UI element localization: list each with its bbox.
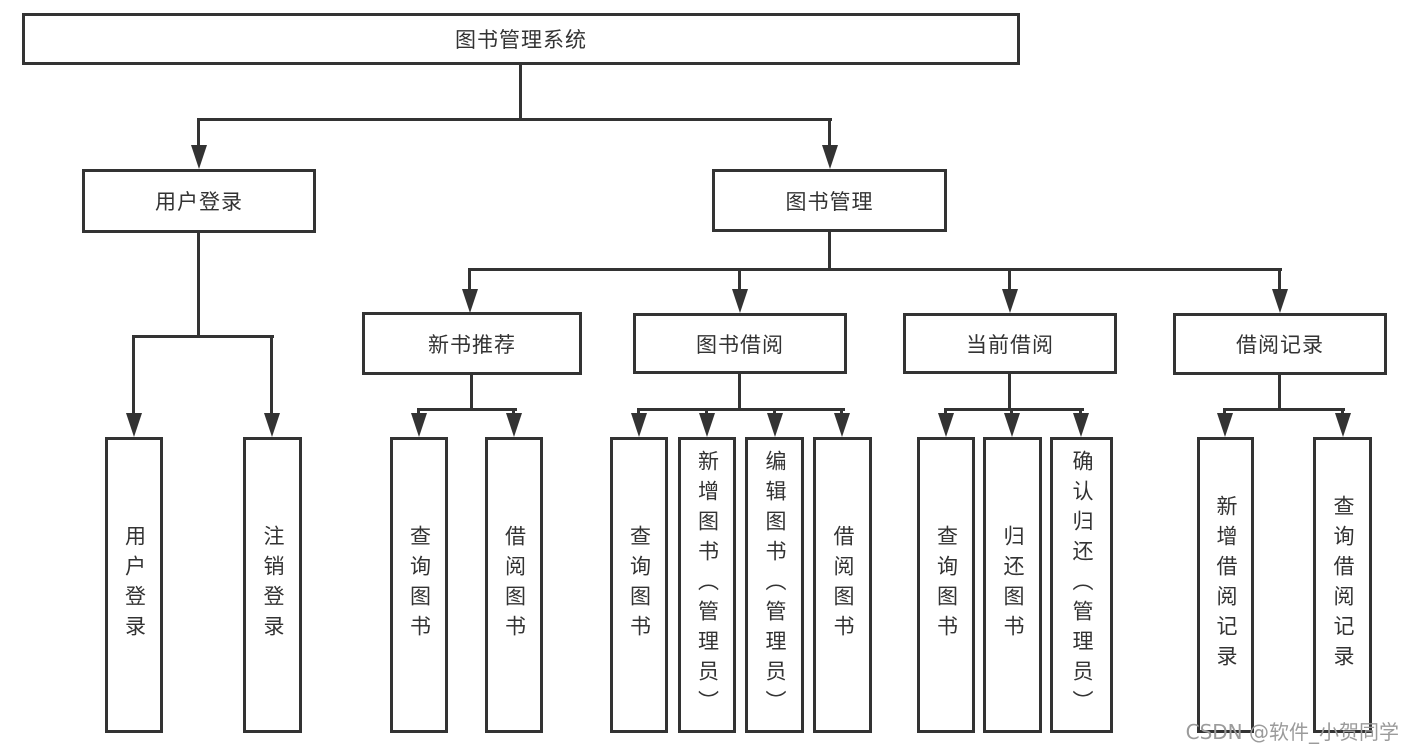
- node-edit-books-admin: 编辑图书（管理员）: [745, 437, 804, 733]
- node-label: 图书借阅: [696, 332, 784, 357]
- connector-line: [1341, 408, 1344, 416]
- connector-line: [738, 374, 741, 411]
- node-label: 借阅图书: [502, 525, 527, 645]
- arrow-down-icon: [699, 413, 715, 437]
- arrow-down-icon: [1004, 413, 1020, 437]
- arrow-down-icon: [1335, 413, 1351, 437]
- node-user-login-leaf: 用户登录: [105, 437, 163, 733]
- arrow-down-icon: [411, 413, 427, 437]
- arrow-down-icon: [938, 413, 954, 437]
- arrow-down-icon: [732, 289, 748, 313]
- arrow-down-icon: [462, 289, 478, 313]
- connector-line: [1079, 408, 1082, 416]
- node-add-books-admin: 新增图书（管理员）: [678, 437, 736, 733]
- arrow-down-icon: [834, 413, 850, 437]
- node-query-books-recommend: 查询图书: [390, 437, 448, 733]
- connector-line: [828, 118, 831, 148]
- node-borrow-books-leaf: 借阅图书: [813, 437, 872, 733]
- arrow-down-icon: [631, 413, 647, 437]
- node-label: 用户登录: [122, 525, 147, 645]
- node-book-borrowing: 图书借阅: [633, 313, 847, 374]
- node-borrowing-records: 借阅记录: [1173, 313, 1387, 375]
- node-logout-leaf: 注销登录: [243, 437, 302, 733]
- arrow-down-icon: [191, 145, 207, 169]
- arrow-down-icon: [1073, 413, 1089, 437]
- node-user-login: 用户登录: [82, 169, 316, 233]
- node-label: 借阅记录: [1236, 333, 1324, 357]
- connector-line: [197, 118, 200, 148]
- node-query-books-current: 查询图书: [917, 437, 975, 733]
- connector-line: [198, 118, 832, 121]
- connector-line: [468, 268, 471, 290]
- arrow-down-icon: [264, 413, 280, 437]
- connector-line: [470, 375, 473, 411]
- connector-line: [197, 233, 200, 338]
- node-label: 用户登录: [155, 190, 243, 214]
- node-borrow-books-recommend: 借阅图书: [485, 437, 543, 733]
- connector-line: [519, 63, 522, 120]
- node-label: 新增借阅记录: [1214, 495, 1238, 675]
- node-label: 借阅图书: [831, 525, 855, 645]
- connector-line: [828, 232, 831, 271]
- node-label: 注销登录: [261, 525, 285, 645]
- connector-line: [1278, 375, 1281, 411]
- connector-line: [705, 408, 708, 416]
- node-label: 查询图书: [934, 525, 959, 645]
- node-query-borrow-record: 查询借阅记录: [1313, 437, 1372, 733]
- connector-line: [418, 408, 517, 411]
- connector-line: [944, 408, 1084, 411]
- connector-line: [944, 408, 947, 416]
- connector-line: [132, 335, 135, 414]
- node-label: 编辑图书（管理员）: [763, 450, 787, 720]
- connector-line: [512, 408, 515, 416]
- connector-line: [637, 408, 640, 416]
- node-label: 新增图书（管理员）: [695, 450, 720, 720]
- node-label: 新书推荐: [428, 332, 516, 357]
- node-current-borrowing: 当前借阅: [903, 313, 1117, 374]
- arrow-down-icon: [506, 413, 522, 437]
- connector-line: [270, 335, 273, 414]
- node-new-book-recommend: 新书推荐: [362, 312, 582, 375]
- connector-line: [637, 408, 845, 411]
- node-root: 图书管理系统: [22, 13, 1020, 65]
- connector-line: [738, 268, 741, 290]
- connector-line: [1223, 408, 1226, 416]
- arrow-down-icon: [767, 413, 783, 437]
- arrow-down-icon: [1217, 413, 1233, 437]
- arrow-down-icon: [126, 413, 142, 437]
- node-label: 确认归还（管理员）: [1070, 450, 1094, 720]
- node-label: 查询图书: [407, 525, 432, 645]
- connector-line: [773, 408, 776, 416]
- node-book-management: 图书管理: [712, 169, 947, 232]
- node-label: 查询图书: [627, 525, 652, 645]
- connector-line: [468, 268, 1282, 271]
- connector-line: [1008, 374, 1011, 411]
- node-label: 查询借阅记录: [1331, 495, 1355, 675]
- connector-line: [1010, 408, 1013, 416]
- node-label: 归还图书: [1001, 525, 1025, 645]
- csdn-watermark: CSDN @软件_小贺同学: [1185, 720, 1399, 744]
- connector-line: [417, 408, 420, 416]
- node-return-books: 归还图书: [983, 437, 1042, 733]
- connector-line: [1224, 408, 1345, 411]
- node-confirm-return-admin: 确认归还（管理员）: [1050, 437, 1113, 733]
- node-label: 当前借阅: [966, 332, 1054, 357]
- arrow-down-icon: [1002, 289, 1018, 313]
- connector-line: [840, 408, 843, 416]
- node-add-borrow-record: 新增借阅记录: [1197, 437, 1254, 733]
- arrow-down-icon: [1272, 289, 1288, 313]
- node-root-label: 图书管理系统: [455, 28, 587, 52]
- node-label: 图书管理: [785, 189, 874, 214]
- connector-line: [133, 335, 274, 338]
- node-query-books-borrow: 查询图书: [610, 437, 668, 733]
- connector-line: [1278, 268, 1281, 290]
- arrow-down-icon: [822, 145, 838, 169]
- connector-line: [1008, 268, 1011, 290]
